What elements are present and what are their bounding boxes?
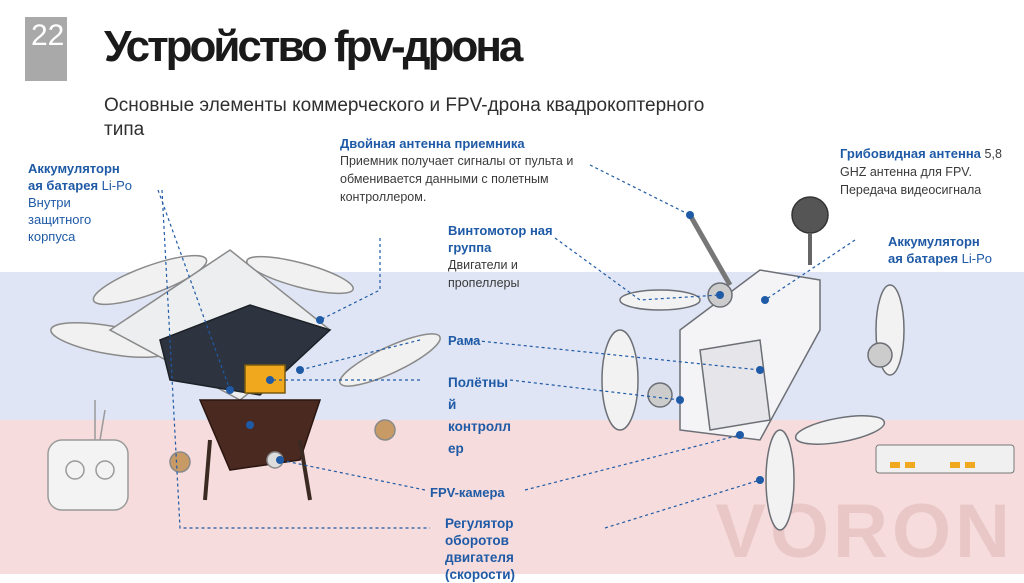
- label-motor-group-sub: Двигатели и пропеллеры: [448, 258, 520, 290]
- label-mushroom-title: Грибовидная антенна: [840, 146, 981, 161]
- label-dual-antenna-title: Двойная антенна приемника: [340, 136, 525, 151]
- label-battery-right-title: Аккумуляторн ая батарея: [888, 234, 980, 266]
- label-battery-right-sub: Li-Po: [961, 251, 993, 266]
- label-mushroom-sub: 5,8 GHZ антенна для FPV. Передача видеос…: [840, 147, 1002, 197]
- slide-title: Устройство fpv-дрона: [104, 22, 523, 71]
- label-motor-group: Винтомотор ная группа Двигатели и пропел…: [448, 222, 558, 292]
- label-battery-right: Аккумуляторн ая батарея Li-Po: [888, 233, 998, 267]
- leader-lines: [157, 164, 856, 529]
- label-esc: Регулятор оборотов двигателя (скорости): [445, 515, 545, 583]
- label-frame-text: Рама: [448, 333, 481, 348]
- label-battery-left-sub: Li-Po Внутри защитного корпуса: [28, 178, 133, 244]
- label-esc-text: Регулятор оборотов двигателя (скорости): [445, 516, 516, 582]
- label-dual-antenna: Двойная антенна приемника Приемник получ…: [340, 135, 600, 206]
- label-battery-left: Аккумуляторн ая батарея Li-Po Внутри защ…: [28, 160, 136, 245]
- fpv-drone: [601, 196, 905, 531]
- flag-band-red: [0, 420, 1024, 574]
- remote-controller: [47, 400, 129, 511]
- label-flight-controller-text: Полётны й контролл ер: [448, 375, 511, 456]
- receiver-board: [875, 444, 1015, 474]
- label-mushroom-antenna: Грибовидная антенна 5,8 GHZ антенна для …: [840, 145, 1010, 199]
- slide-number: 22: [25, 17, 67, 81]
- leader-dots: [226, 211, 769, 484]
- commercial-drone: [50, 249, 441, 501]
- label-dual-antenna-desc: Приемник получает сигналы от пульта и об…: [340, 154, 574, 204]
- label-frame: Рама: [448, 332, 480, 349]
- label-fpv-camera: FPV-камера: [430, 484, 505, 501]
- label-fpv-camera-text: FPV-камера: [430, 485, 505, 500]
- label-flight-controller: Полётны й контролл ер: [448, 372, 518, 460]
- watermark: VORON: [715, 489, 1014, 574]
- label-motor-group-title: Винтомотор ная группа: [448, 223, 553, 255]
- slide-subtitle: Основные элементы коммерческого и FPV-др…: [104, 95, 705, 140]
- label-battery-left-title: Аккумуляторн ая батарея: [28, 161, 120, 193]
